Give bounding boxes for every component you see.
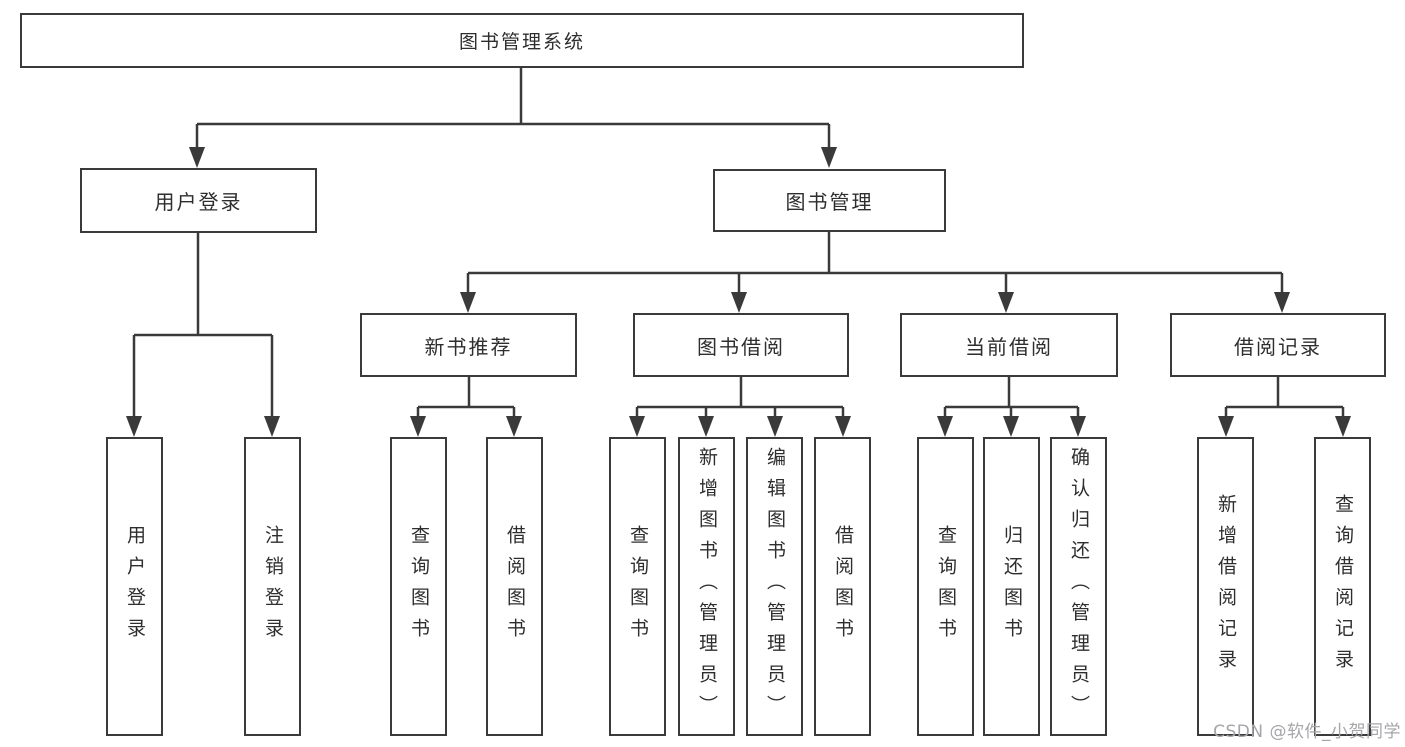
leaf-add-borrow-record-label: 新增借阅记录 (1215, 493, 1237, 680)
leaf-rec-query-books-label: 查询图书 (408, 524, 430, 649)
leaf-logout-label: 注销登录 (262, 524, 284, 649)
leaf-confirm-return-admin: 确认归还（管理员） (1050, 437, 1107, 736)
leaf-return-books-label: 归还图书 (1001, 524, 1023, 649)
leaf-edit-books-admin: 编辑图书（管理员） (746, 437, 803, 736)
leaf-add-books-admin: 新增图书（管理员） (678, 437, 735, 736)
node-root: 图书管理系统 (20, 13, 1024, 68)
leaf-borrow-query-books-label: 查询图书 (627, 524, 649, 649)
node-current-borrow: 当前借阅 (900, 313, 1118, 377)
leaf-edit-books-admin-label: 编辑图书（管理员） (764, 447, 786, 726)
node-borrow-records: 借阅记录 (1170, 313, 1386, 377)
leaf-add-books-admin-label: 新增图书（管理员） (696, 447, 718, 726)
leaf-logout: 注销登录 (244, 437, 301, 736)
node-borrow-records-label: 借阅记录 (1234, 334, 1322, 359)
node-user-login-label: 用户登录 (154, 190, 243, 214)
leaf-rec-borrow-books: 借阅图书 (486, 437, 543, 736)
leaf-user-login-label: 用户登录 (124, 524, 146, 649)
node-new-book-recommend-label: 新书推荐 (424, 334, 513, 359)
node-book-management: 图书管理 (713, 169, 946, 232)
node-root-label: 图书管理系统 (458, 31, 585, 53)
node-book-management-label: 图书管理 (785, 190, 874, 214)
leaf-rec-borrow-books-label: 借阅图书 (504, 524, 526, 649)
leaf-confirm-return-admin-label: 确认归还（管理员） (1068, 447, 1090, 726)
leaf-borrow-borrow-books: 借阅图书 (814, 437, 871, 736)
leaf-rec-query-books: 查询图书 (390, 437, 447, 736)
leaf-return-books: 归还图书 (983, 437, 1040, 736)
csdn-watermark: CSDN @软件_小贺同学 (1213, 722, 1401, 742)
node-user-login: 用户登录 (80, 168, 317, 233)
leaf-current-query-books: 查询图书 (917, 437, 974, 736)
node-book-borrow-label: 图书借阅 (697, 334, 785, 359)
arrowheads (126, 147, 1351, 437)
node-book-borrow: 图书借阅 (633, 313, 849, 377)
leaf-current-query-books-label: 查询图书 (935, 524, 957, 649)
leaf-borrow-borrow-books-label: 借阅图书 (832, 524, 854, 649)
leaf-query-borrow-record-label: 查询借阅记录 (1332, 493, 1354, 680)
leaf-borrow-query-books: 查询图书 (609, 437, 666, 736)
leaf-user-login: 用户登录 (106, 437, 163, 736)
leaf-query-borrow-record: 查询借阅记录 (1314, 437, 1371, 736)
node-current-borrow-label: 当前借阅 (965, 334, 1053, 359)
node-new-book-recommend: 新书推荐 (360, 313, 577, 377)
leaf-add-borrow-record: 新增借阅记录 (1197, 437, 1254, 736)
